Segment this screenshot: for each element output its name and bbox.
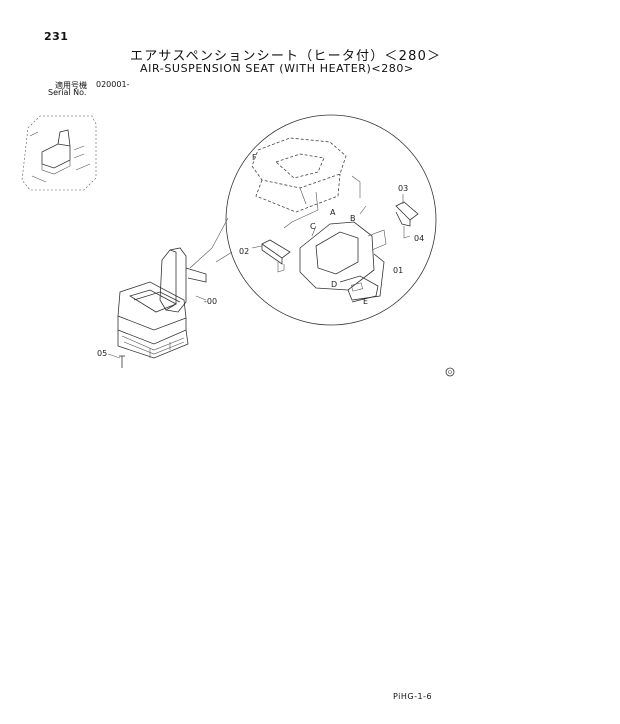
callout-f: F — [252, 153, 257, 162]
callout-e: E — [363, 297, 368, 306]
callout-00: -00 — [204, 297, 217, 306]
callout-d: D — [331, 280, 337, 289]
page-number: 231 — [44, 30, 69, 43]
armrest-left-part-02 — [251, 239, 291, 273]
serial-label-japanese: 適用号機 — [55, 81, 87, 90]
serial-label-english: Serial No. — [48, 88, 87, 97]
armrest-right-part-03 — [395, 194, 419, 239]
note-symbol-icon — [445, 367, 455, 377]
seat-cushion-exploded — [251, 137, 361, 229]
serial-number-value: 020001- — [96, 80, 130, 89]
detail-magnification-circle — [189, 114, 437, 326]
callout-a: A — [330, 208, 336, 217]
callout-05: 05 — [97, 349, 107, 358]
callout-02: 02 — [239, 247, 249, 256]
air-suspension-seat-assembly — [117, 247, 207, 359]
page-title-japanese: エアサスペンションシート（ヒータ付）＜280＞ — [130, 49, 442, 64]
seat-frame-exploded — [299, 205, 387, 303]
page-title-english: AIR-SUSPENSION SEAT (WITH HEATER)<280> — [140, 62, 414, 75]
callout-04: 04 — [414, 234, 424, 243]
callout-c: C — [310, 222, 316, 231]
bolt-part-05 — [107, 353, 125, 368]
callout-01: 01 — [393, 266, 403, 275]
callout-03: 03 — [398, 184, 408, 193]
callout-b: B — [350, 214, 356, 223]
footer-code: PiHG-1-6 — [393, 692, 433, 701]
machine-location-thumbnail — [21, 115, 97, 191]
